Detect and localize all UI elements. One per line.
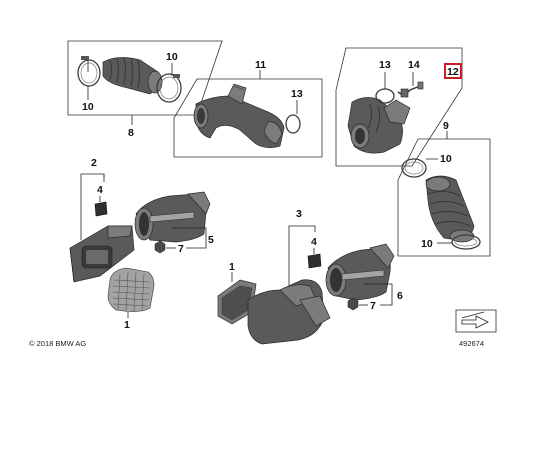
callout-9: 9 bbox=[443, 120, 449, 132]
callout-12: 12 bbox=[447, 66, 459, 78]
navigation-arrow-icon[interactable] bbox=[455, 309, 497, 333]
hose-clamp-icon bbox=[156, 73, 182, 103]
air-duct-icon bbox=[193, 83, 285, 148]
intake-hose-icon bbox=[102, 57, 163, 95]
gasket-icon bbox=[217, 279, 257, 325]
callout-10: 10 bbox=[421, 238, 433, 250]
air-filter-housing-icon bbox=[347, 97, 411, 154]
diagram-number: 492674 bbox=[459, 339, 484, 348]
callout-2: 2 bbox=[91, 157, 97, 169]
callout-5: 5 bbox=[208, 234, 214, 246]
nut-icon bbox=[347, 297, 359, 311]
air-filter-housing-icon bbox=[325, 243, 395, 301]
callout-4: 4 bbox=[97, 184, 103, 196]
hose-clamp-icon bbox=[401, 158, 427, 178]
seal-ring-icon bbox=[285, 114, 301, 134]
callout-4: 4 bbox=[311, 236, 317, 248]
air-filter-housing-icon bbox=[134, 191, 211, 243]
group-11-frame bbox=[173, 70, 323, 158]
highlighted-callout-12[interactable]: 12 bbox=[444, 63, 462, 79]
callout-10: 10 bbox=[166, 51, 178, 63]
intake-hose-icon bbox=[425, 175, 475, 243]
air-duct-icon bbox=[247, 279, 331, 345]
callout-7: 7 bbox=[370, 300, 376, 312]
callout-1: 1 bbox=[229, 261, 235, 273]
air-filter-housing-icon bbox=[69, 225, 135, 283]
callout-6: 6 bbox=[397, 290, 403, 302]
callout-3: 3 bbox=[296, 208, 302, 220]
callout-14: 14 bbox=[408, 59, 420, 71]
filter-element-icon bbox=[94, 201, 108, 217]
grille-icon bbox=[107, 267, 155, 312]
group-12-frame bbox=[335, 47, 463, 167]
callout-10: 10 bbox=[82, 101, 94, 113]
group-9-frame bbox=[397, 131, 491, 257]
nut-icon bbox=[154, 240, 166, 254]
callout-8: 8 bbox=[128, 127, 134, 139]
hose-clamp-icon bbox=[451, 234, 481, 250]
hose-clamp-icon bbox=[77, 56, 101, 87]
callout-13: 13 bbox=[291, 88, 303, 100]
callout-10: 10 bbox=[440, 153, 452, 165]
callout-11: 11 bbox=[255, 59, 266, 71]
copyright-text: © 2018 BMW AG bbox=[29, 339, 86, 348]
callout-13: 13 bbox=[379, 59, 391, 71]
seal-ring-icon bbox=[375, 88, 395, 104]
callout-1: 1 bbox=[124, 319, 130, 331]
filter-element-icon bbox=[307, 253, 322, 269]
callout-7: 7 bbox=[178, 243, 184, 255]
sensor-icon bbox=[397, 81, 424, 98]
